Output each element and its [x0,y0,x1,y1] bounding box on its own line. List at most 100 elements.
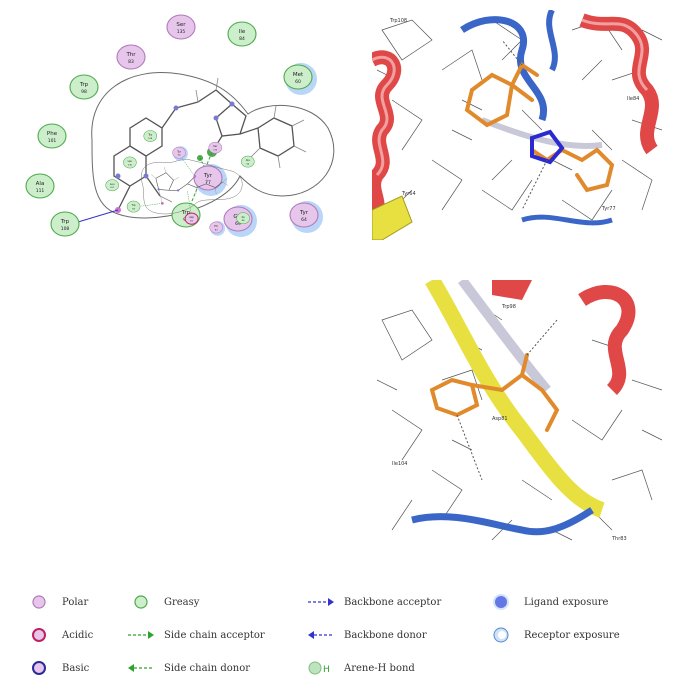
residue-number: 108 [61,226,70,232]
residue-disc [37,123,67,149]
helix-fragment [492,280,532,300]
residue-name: Tyr [299,210,309,216]
legend-side-chain-acceptor: Side chain acceptor [124,627,265,643]
legend-label: Side chain donor [164,662,251,674]
beta-sheet [372,195,413,240]
residue-number: 136 [128,164,133,166]
residue-disc [236,212,250,225]
residue-number: 84 [242,220,245,222]
legend-label: Backbone acceptor [344,596,442,608]
residue-label-3d: Thr83 [611,536,627,542]
residue-name: Ile [242,215,245,219]
residue-disc [166,14,196,40]
residue-number: 111 [36,188,45,194]
residue-name: Asp [189,215,194,219]
residue-disc [143,130,158,142]
helix-right [579,13,659,155]
coil-blue [546,10,558,72]
legend-label: Basic [62,662,90,674]
residue-trp98: Trp98 [69,74,99,100]
residue-disc [208,141,223,154]
residue-name: Trp [148,133,152,137]
residue-label-3d: Ile104 [392,461,407,467]
legend-acidic: Acidic [22,627,93,643]
beta-sheet [425,280,605,518]
legend-arene-h-bond: H Arene-H bond [304,660,415,676]
residue-name: Thr [214,224,219,228]
residue-name: Ser [176,22,186,28]
residue-tyr77: Tyr77 [193,164,227,196]
residue-number: 81 [190,220,193,222]
residue-disc [116,44,146,70]
residue-name: Tyr [177,149,182,153]
residue-number: 135 [213,149,218,151]
legend-label: Side chain acceptor [164,629,265,641]
residue-label-3d: Trp108 [389,18,407,24]
residue-disc [289,202,319,228]
residue-name: Tyr [203,173,213,179]
residue-ile84: Ile84 [227,21,257,47]
legend-label: Ligand exposure [524,596,609,608]
residue-disc [123,156,137,169]
residue-name: Met [293,72,304,78]
legend-label: Backbone donor [344,629,427,641]
residue-number: 69 [235,221,241,227]
coil-grey [458,280,551,394]
ligand-ring [530,129,565,165]
residue-disc [126,200,141,213]
residue-number: 83 [128,59,134,65]
residue-disc [69,74,99,100]
bottom-ligand [140,157,243,215]
residue-disc [184,212,199,225]
residue-disc [25,173,55,199]
residue-name: Ala [246,158,250,162]
legend-receptor-exposure: Receptor exposure [484,627,620,643]
residue-name: Ile [239,29,246,35]
legend-label: Acidic [62,629,94,641]
residue-number: 108 [148,138,153,140]
legend-polar: Polar [22,594,88,610]
residue-name: Leu [110,182,115,186]
residue-trp108: Trp108 [143,130,158,142]
legend-label: Greasy [164,596,200,608]
residue-name: Trp [60,219,70,225]
legend-basic: Basic [22,660,89,676]
coil-grey [480,117,603,149]
bottom-interaction-diagram: Trp108Tyr94Ser135Leu136Ala64Leu107Trp68A… [105,130,255,236]
top-ligand [77,72,335,223]
side-chain-bond [181,157,196,177]
residue-number: 98 [81,89,87,95]
residue-number: 94 [178,155,181,157]
residue-thr83: Thr83 [116,44,146,70]
residue-number: 84 [239,36,245,42]
residue-disc [209,221,223,234]
residue-thr83: Thr83 [209,221,226,236]
residue-name: Trp [79,82,89,88]
residue-number: 77 [205,180,211,186]
residue-name: Trp [132,203,136,207]
residue-ile84: Ile84 [236,212,250,225]
residue-number: 64 [246,163,249,165]
residue-name: Ala [36,181,45,187]
coil-blue [460,16,548,122]
residue-trp108: Trp108 [50,211,80,237]
helix-left [372,50,402,225]
coil-blue [521,214,613,226]
legend-greasy: Greasy [124,594,199,610]
residue-label-3d: Tyr77 [601,206,616,212]
residue-tyr94: Tyr 94 [172,146,188,162]
residue-number: 135 [177,29,186,35]
legend-backbone-acceptor: Backbone acceptor [304,594,441,610]
residue-disc [50,211,80,237]
legend-ligand-exposure: Ligand exposure [484,594,608,610]
legend-backbone-donor: Backbone donor [304,627,427,643]
residue-label-3d: Ile84 [627,96,639,102]
side-chain-bond [140,203,163,207]
